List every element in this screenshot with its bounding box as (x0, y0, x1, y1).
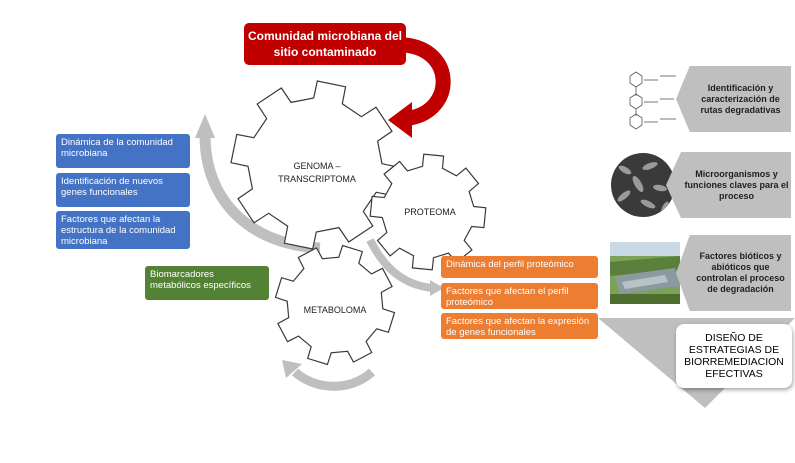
blue-box-identificacion: Identificación de nuevos genes funcional… (56, 173, 190, 207)
green-box-biomarcadores: Biomarcadores metabólicos específicos (145, 266, 269, 300)
title-box: Comunidad microbiana del sitio contamina… (244, 23, 406, 65)
chemical-pathway-icon (610, 66, 682, 132)
panel-factores: Factores bióticos y abióticos que contro… (676, 235, 791, 311)
gear-proteoma (369, 153, 487, 271)
panel-rutas: Identificación y caracterización de ruta… (676, 66, 791, 132)
grey-arrowhead-genoma (195, 114, 215, 138)
final-text: DISEÑO DE ESTRATEGIAS DE BIORREMEDIACION… (684, 332, 784, 380)
grey-arrowhead-metaboloma (282, 360, 302, 378)
grey-curved-arrow-proteoma (366, 238, 433, 292)
gear-label-metaboloma: METABOLOMA (303, 305, 367, 315)
orange-box-expresion: Factores que afectan la expresión de gen… (441, 313, 598, 339)
blue-box-factores: Factores que afectan la estructura de la… (56, 211, 190, 249)
microscopy-icon (610, 152, 676, 218)
title-text: Comunidad microbiana del sitio contamina… (247, 29, 403, 59)
orange-box-perfil: Factores que afectan el perfil proteómic… (441, 283, 598, 309)
panel-microorganismos: Microorganismos y funciones claves para … (666, 152, 791, 218)
final-box: DISEÑO DE ESTRATEGIAS DE BIORREMEDIACION… (676, 324, 792, 388)
gear-genoma (230, 80, 400, 250)
panel-rutas-label: Identificación y caracterización de ruta… (700, 82, 781, 115)
panel-microorganismos-label: Microorganismos y funciones claves para … (684, 168, 789, 201)
red-arrowhead (388, 102, 412, 138)
field-site-icon (610, 242, 680, 304)
gear-label-proteoma: PROTEOMA (404, 207, 456, 217)
gear-metaboloma (274, 244, 396, 366)
grey-curved-arrow-metaboloma (291, 368, 376, 391)
orange-box-dinamica: Dinámica del perfil proteómico (441, 256, 598, 278)
gear-label-genoma: GENOMA – TRANSCRIPTOMA (278, 161, 356, 184)
red-curved-arrow (403, 37, 451, 126)
blue-box-dinamica: Dinámica de la comunidad microbiana (56, 134, 190, 168)
panel-factores-label: Factores bióticos y abióticos que contro… (696, 251, 785, 294)
grey-arrowhead-proteoma (430, 280, 444, 296)
